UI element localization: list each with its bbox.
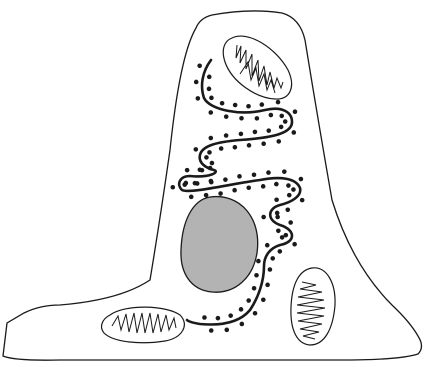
ribosome-dot (233, 103, 238, 108)
ribosome-dot (280, 235, 285, 240)
ribosome-dot (194, 147, 199, 152)
ribosome-dot (246, 104, 251, 109)
ribosome-dot (299, 177, 304, 182)
ribosome-dot (189, 195, 194, 200)
ribosome-dot (282, 169, 287, 174)
ribosome-dot (275, 215, 280, 220)
ribosome-dot (204, 155, 209, 160)
ribosome-dot (261, 141, 266, 146)
ribosome-dot (279, 114, 284, 119)
mitochondrion-bottom-left-outer (102, 307, 185, 343)
ribosome-dot (202, 315, 207, 320)
ribosome-dot (208, 136, 213, 141)
ribosome-dot (218, 191, 223, 196)
ribosome-dot (224, 114, 229, 119)
ribosomes (170, 64, 304, 333)
ribosome-dot (274, 197, 279, 202)
ribosome-dot (185, 168, 190, 173)
ribosome-dot (223, 177, 228, 182)
ribosome-dot (265, 243, 270, 248)
ribosome-dot (208, 166, 213, 171)
mitochondrion-bottom-right (291, 268, 335, 345)
ribosome-dot (195, 181, 200, 186)
ribosome-dot (232, 188, 237, 193)
ribosome-dot (209, 96, 214, 101)
ribosome-dot (260, 102, 265, 107)
ribosome-dot (265, 283, 270, 288)
ribosome-dot (266, 170, 271, 175)
ribosome-dot (196, 96, 201, 101)
ribosome-dot (261, 184, 266, 189)
ribosome-dot (292, 242, 297, 247)
ribosome-dot (210, 161, 215, 166)
ribosome-dot (209, 328, 214, 333)
ribosome-dot (293, 109, 298, 114)
mitochondrion-top (223, 36, 291, 99)
ribosome-dot (254, 273, 259, 278)
ribosome-dot (170, 185, 175, 190)
ribosome-dot (220, 101, 225, 106)
mitochondrion-top-outer (223, 36, 291, 99)
ribosome-dot (283, 119, 288, 124)
ribosome-dot (207, 75, 212, 80)
ribosome-dot (233, 145, 238, 150)
ribosome-dot (208, 110, 213, 115)
cell-membrane (3, 11, 422, 360)
ribosome-dot (207, 150, 212, 155)
ribosome-dot (252, 172, 257, 177)
ribosome-dot (219, 146, 224, 151)
ribosome-dot (209, 180, 214, 185)
ribosome-dot (255, 116, 260, 121)
ribosome-dot (275, 211, 280, 216)
mitochondrion-bottom-right-cristae (297, 282, 325, 339)
ribosome-dot (182, 182, 187, 187)
ribosome-dot (252, 286, 257, 291)
ribosome-dot (228, 313, 233, 318)
ribosome-dot (261, 215, 266, 220)
ribosome-dot (256, 259, 261, 264)
ribosome-dot (285, 207, 290, 212)
ribosome-dot (253, 130, 258, 135)
ribosome-dot (197, 64, 202, 69)
ribosome-dot (286, 183, 291, 188)
mitochondrion-bottom-left-cristae (112, 313, 176, 333)
ribosome-dot (268, 267, 273, 272)
ribosome-dot (239, 132, 244, 137)
mitochondrion-bottom-left (102, 307, 185, 343)
ribosome-dot (239, 116, 244, 121)
ribosome-dot (204, 193, 209, 198)
ribosome-dot (216, 316, 221, 321)
ribosome-dot (274, 182, 279, 187)
ribosome-dot (276, 228, 281, 233)
ribosome-dot (224, 328, 229, 333)
ribosome-dot (266, 128, 271, 133)
ribosome-dot (224, 133, 229, 138)
ribosome-dot (200, 168, 205, 173)
ribosome-dot (276, 139, 281, 144)
ribosome-dot (240, 322, 245, 327)
ribosome-dot (300, 198, 305, 203)
ribosome-dot (194, 80, 199, 85)
ribosome-dot (278, 249, 283, 254)
ribosome-dot (246, 298, 251, 303)
ribosome-dot (270, 256, 275, 261)
ribosome-dot (261, 297, 266, 302)
ribosome-dot (246, 185, 251, 190)
ribosome-dot (239, 307, 244, 312)
ribosome-dot (291, 130, 296, 135)
ribosome-dot (253, 311, 258, 316)
ribosome-dot (207, 87, 212, 92)
ribosome-dot (287, 193, 292, 198)
ribosome-dot (237, 174, 242, 179)
ribosome-dot (279, 125, 284, 130)
ribosome-dot (269, 113, 274, 118)
ribosome-dot (288, 220, 293, 225)
nucleus (181, 197, 258, 293)
ribosome-dot (276, 100, 281, 105)
ribosome-dot (291, 187, 296, 192)
ribosome-dot (247, 143, 252, 148)
